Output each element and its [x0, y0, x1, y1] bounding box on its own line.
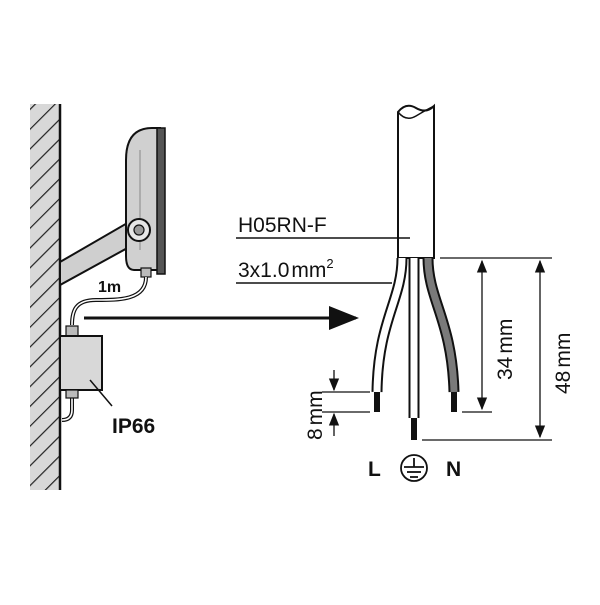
- supply-cable: [70, 276, 148, 326]
- protection-leader-line: [89, 379, 113, 407]
- dimension-long-label: 48mm: [552, 333, 575, 394]
- cable-sheath: [397, 103, 435, 259]
- conductor-live: [371, 257, 408, 412]
- earth-ground-icon: [400, 454, 428, 482]
- dimension-strip-length: [322, 370, 370, 436]
- dimension-short-label: 34mm: [494, 319, 517, 380]
- dimension-short-conductors: [440, 257, 500, 413]
- wall: [30, 104, 62, 490]
- protection-rating-label: IP66: [112, 415, 155, 438]
- live-label: L: [368, 458, 381, 481]
- cable-gland: [140, 267, 152, 278]
- dimension-earth-conductor: [422, 257, 552, 441]
- neutral-label: N: [446, 458, 461, 481]
- conductor-neutral: [422, 257, 460, 412]
- dimension-strip-label: 8mm: [304, 390, 327, 440]
- cable-type-label: H05RN-F: [238, 214, 327, 237]
- cable-length-label: 1m: [98, 279, 121, 296]
- floodlight-fixture: [125, 127, 166, 278]
- cable-spec-label: 3x1.0mm2: [238, 256, 334, 282]
- junction-box: [59, 325, 103, 422]
